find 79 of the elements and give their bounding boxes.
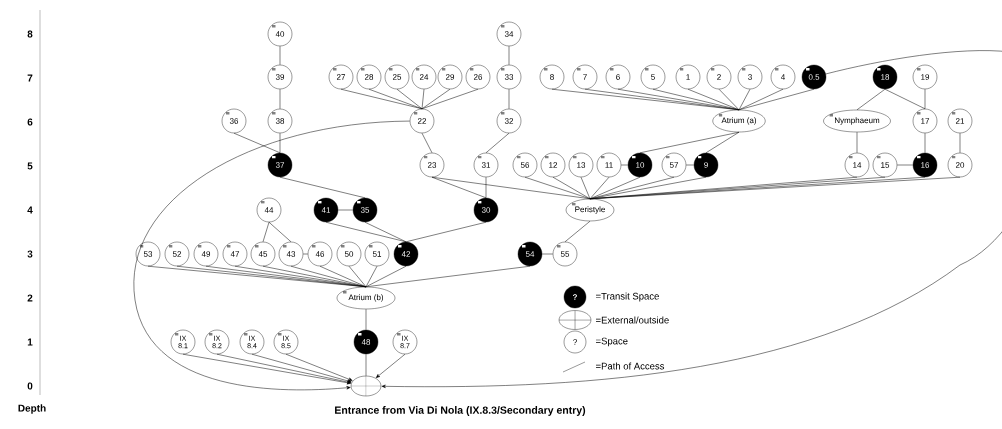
access-path (421, 88, 425, 110)
external-symbol (350, 375, 382, 397)
access-path (589, 176, 610, 200)
access-path (325, 221, 407, 243)
axis-title: Depth (18, 404, 46, 414)
access-path (368, 88, 423, 110)
depth-number: 1 (27, 338, 33, 346)
access-path (541, 253, 554, 255)
access-path (375, 353, 406, 378)
access-path (524, 176, 591, 200)
access-path (959, 132, 961, 154)
access-path (580, 176, 591, 200)
legend-text: =Path of Access (596, 362, 665, 370)
access-path (738, 88, 784, 111)
access-path (639, 131, 740, 154)
access-path (687, 88, 740, 111)
access-path (421, 132, 433, 154)
access-path (705, 131, 740, 154)
access-path (652, 88, 740, 111)
legend-text: =External/outside (596, 316, 669, 324)
access-path (738, 88, 815, 111)
access-path (884, 88, 926, 110)
depth-number: 4 (27, 206, 33, 214)
access-path (856, 131, 858, 154)
access-path (268, 221, 292, 243)
access-path (133, 120, 411, 391)
access-path (421, 88, 479, 110)
depth-number: 8 (27, 30, 33, 38)
access-path (685, 164, 695, 166)
depth-number: 3 (27, 250, 33, 258)
access-path (302, 253, 309, 255)
access-path (552, 176, 591, 200)
access-path (364, 221, 407, 243)
access-path (896, 164, 914, 166)
access-path (216, 353, 352, 384)
depth-number: 7 (27, 74, 33, 82)
access-path (564, 220, 591, 243)
access-path (856, 88, 886, 111)
access-path (365, 265, 407, 288)
access-path (233, 132, 281, 154)
access-path (365, 265, 378, 288)
access-path (405, 221, 487, 243)
access-path (396, 88, 423, 110)
access-path (620, 164, 629, 166)
access-path (348, 265, 367, 288)
legend-text: =Transit Space (596, 292, 659, 302)
access-path (182, 353, 351, 385)
depth-number: 5 (27, 162, 33, 170)
caption: Entrance from Via Di Nola (IX.8.3/Secondary entry) (335, 406, 586, 416)
access-path (290, 265, 367, 288)
access-path (924, 88, 926, 110)
access-path (262, 221, 270, 243)
access-path (485, 176, 487, 199)
access-path (381, 50, 1002, 388)
access-path (485, 132, 510, 154)
access-path (279, 45, 281, 66)
access-path (924, 132, 926, 154)
depth-number: 6 (27, 118, 33, 126)
access-path (738, 88, 751, 111)
access-path (365, 308, 367, 331)
access-path (421, 88, 451, 110)
access-path (589, 176, 675, 200)
access-path (365, 265, 531, 288)
access-path (589, 176, 641, 200)
access-path (279, 132, 281, 154)
access-path (431, 176, 487, 199)
access-path (508, 88, 510, 110)
access-path (337, 209, 354, 211)
access-path (251, 353, 352, 383)
access-path (319, 265, 367, 288)
access-path (365, 353, 367, 377)
access-path (285, 353, 353, 381)
access-path (279, 88, 281, 110)
legend-text: =Space (596, 337, 628, 347)
access-path (508, 45, 510, 66)
access-path (718, 88, 740, 111)
depth-number: 2 (27, 294, 33, 302)
depth-number: 0 (27, 382, 33, 390)
access-path (279, 176, 366, 199)
